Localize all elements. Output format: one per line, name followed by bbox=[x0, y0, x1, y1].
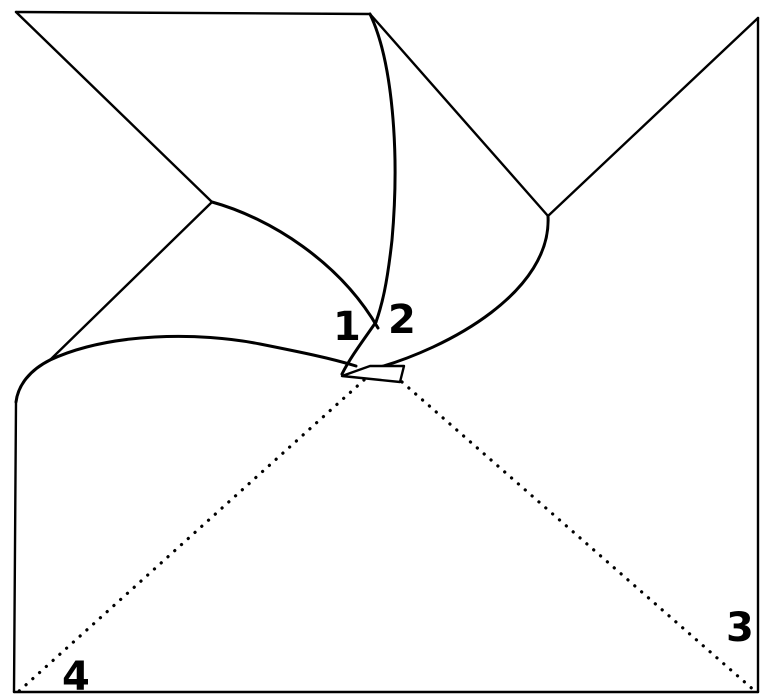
flap-top bbox=[14, 10, 397, 330]
flap-top-outer-edge bbox=[14, 10, 372, 16]
flap-top-inner-edge bbox=[368, 12, 397, 324]
flap-right-curved-edge bbox=[368, 214, 550, 372]
fold-line-left bbox=[16, 378, 366, 694]
left-edge bbox=[12, 400, 18, 694]
flap-left-corner-curve bbox=[14, 358, 52, 404]
label-one: 1 bbox=[333, 304, 361, 350]
fold-line-right bbox=[400, 380, 758, 694]
fold-lines bbox=[16, 378, 758, 694]
flap-left bbox=[14, 200, 358, 404]
flap-top-diagonal-edge bbox=[14, 10, 214, 204]
center-tip bbox=[340, 364, 406, 384]
label-four: 4 bbox=[62, 654, 90, 698]
flap-left-diagonal-edge bbox=[48, 200, 214, 362]
label-two: 2 bbox=[388, 297, 416, 343]
flap-right-inner-edge bbox=[340, 320, 378, 376]
flap-right-diagonal-edge bbox=[368, 12, 550, 218]
flap-top-curved-edge bbox=[210, 200, 380, 330]
label-three: 3 bbox=[726, 605, 754, 651]
flap-right-outer-edge bbox=[546, 16, 760, 218]
center-tip-shape bbox=[340, 364, 406, 384]
flap-right bbox=[340, 12, 760, 376]
flap-left-curved-edge bbox=[48, 334, 358, 368]
square-outline bbox=[12, 16, 760, 694]
